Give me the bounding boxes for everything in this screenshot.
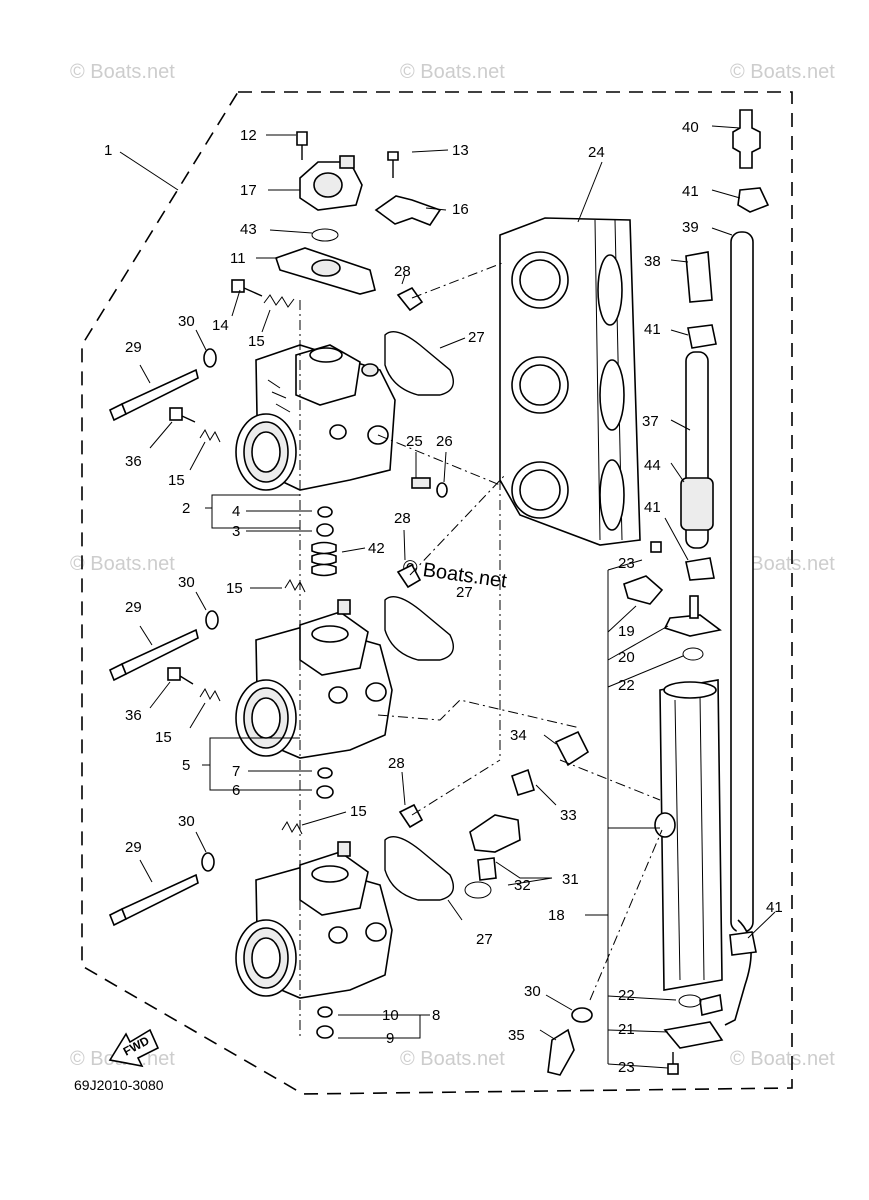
callout-23-b: 23 xyxy=(618,1059,635,1076)
intake-manifold xyxy=(411,217,641,546)
fwd-arrow-icon: FWD xyxy=(108,1028,160,1068)
callout-41-c: 41 xyxy=(644,499,661,516)
callout-30-c: 30 xyxy=(178,813,195,830)
watermarks: © Boats.net © Boats.net © Boats.net © Bo… xyxy=(70,61,835,1070)
callout-25: 25 xyxy=(406,433,423,450)
callout-9: 9 xyxy=(386,1030,394,1047)
callout-28-c: 28 xyxy=(388,755,405,772)
drawing-code: 69J2010-3080 xyxy=(74,1077,164,1093)
callout-29-b: 29 xyxy=(125,599,142,616)
screws-springs xyxy=(167,279,337,835)
callout-31: 31 xyxy=(562,871,579,888)
callout-22-a: 22 xyxy=(618,677,635,694)
callout-39: 39 xyxy=(682,219,699,236)
callout-30-a: 30 xyxy=(178,313,195,330)
watermark-top-right: © Boats.net xyxy=(730,61,835,83)
throttle-body-middle xyxy=(235,599,393,759)
callout-1: 1 xyxy=(104,142,112,159)
callout-28-b: 28 xyxy=(394,510,411,527)
fuel-rail xyxy=(623,541,724,1075)
callout-41-a: 41 xyxy=(682,183,699,200)
callout-27-b: 27 xyxy=(456,584,473,601)
watermark-mid-right: © Boats.net xyxy=(730,553,835,575)
callout-11: 11 xyxy=(230,250,246,267)
washers xyxy=(201,348,593,1039)
callout-26: 26 xyxy=(436,433,453,450)
callout-37: 37 xyxy=(642,413,659,430)
callout-21: 21 xyxy=(618,1021,635,1038)
callout-17: 17 xyxy=(240,182,257,199)
callout-6: 6 xyxy=(232,782,240,799)
callout-24: 24 xyxy=(588,144,605,161)
callout-33: 33 xyxy=(560,807,577,824)
callout-13: 13 xyxy=(452,142,469,159)
watermark-top-center: © Boats.net xyxy=(400,61,505,83)
throttle-position-sensor xyxy=(274,131,442,295)
callout-3: 3 xyxy=(232,523,240,540)
callout-27-a: 27 xyxy=(468,329,485,346)
callout-40: 40 xyxy=(682,119,699,136)
long-bolts xyxy=(108,368,199,927)
callout-44: 44 xyxy=(644,457,661,474)
gaskets xyxy=(384,331,454,901)
callout-29-c: 29 xyxy=(125,839,142,856)
callout-30-d: 30 xyxy=(524,983,541,1000)
callout-10: 10 xyxy=(382,1007,399,1024)
callout-15-d: 15 xyxy=(350,803,367,820)
callout-14: 14 xyxy=(212,317,229,334)
callout-36-b: 36 xyxy=(125,707,142,724)
callout-18: 18 xyxy=(548,907,565,924)
callout-22-b: 22 xyxy=(618,987,635,1004)
callout-7: 7 xyxy=(232,763,240,780)
watermark-bottom-center: © Boats.net xyxy=(400,1048,505,1070)
injector-parts xyxy=(464,730,590,1076)
callout-16: 16 xyxy=(452,201,469,218)
callout-15-c: 15 xyxy=(155,729,172,746)
callouts: 1 2 3 4 5 6 7 8 9 10 11 12 13 14 15 15 1… xyxy=(104,119,783,1076)
callout-27-c: 27 xyxy=(476,931,493,948)
watermark-mid-left: © Boats.net xyxy=(70,553,175,575)
fuel-hoses xyxy=(680,109,770,1026)
watermark-bottom-right: © Boats.net xyxy=(730,1048,835,1070)
callout-5: 5 xyxy=(182,757,190,774)
callout-41-d: 41 xyxy=(766,899,783,916)
callout-23-a: 23 xyxy=(618,555,635,572)
callout-2: 2 xyxy=(182,500,190,517)
callout-35: 35 xyxy=(508,1027,525,1044)
collars xyxy=(396,286,424,829)
callout-28-a: 28 xyxy=(394,263,411,280)
callout-29-a: 29 xyxy=(125,339,142,356)
callout-36-a: 36 xyxy=(125,453,142,470)
throttle-body-upper xyxy=(235,344,396,491)
callout-15-b: 15 xyxy=(226,580,243,597)
callout-34: 34 xyxy=(510,727,527,744)
callout-42: 42 xyxy=(368,540,385,557)
centerlines xyxy=(299,261,663,1040)
throttle-body-lower xyxy=(235,841,393,999)
callout-8: 8 xyxy=(432,1007,440,1024)
assembly-boundary xyxy=(81,91,793,1095)
watermark-top-left: © Boats.net xyxy=(70,61,175,83)
callout-38: 38 xyxy=(644,253,661,270)
callout-30-b: 30 xyxy=(178,574,195,591)
callout-32: 32 xyxy=(514,877,531,894)
leader-lines xyxy=(119,125,776,1069)
callout-15-e: 15 xyxy=(248,333,265,350)
callout-19: 19 xyxy=(618,623,635,640)
callout-12: 12 xyxy=(240,127,257,144)
callout-43: 43 xyxy=(240,221,257,238)
callout-15-a: 15 xyxy=(168,472,185,489)
callout-20: 20 xyxy=(618,649,635,666)
callout-41-b: 41 xyxy=(644,321,661,338)
callout-4: 4 xyxy=(232,503,240,520)
